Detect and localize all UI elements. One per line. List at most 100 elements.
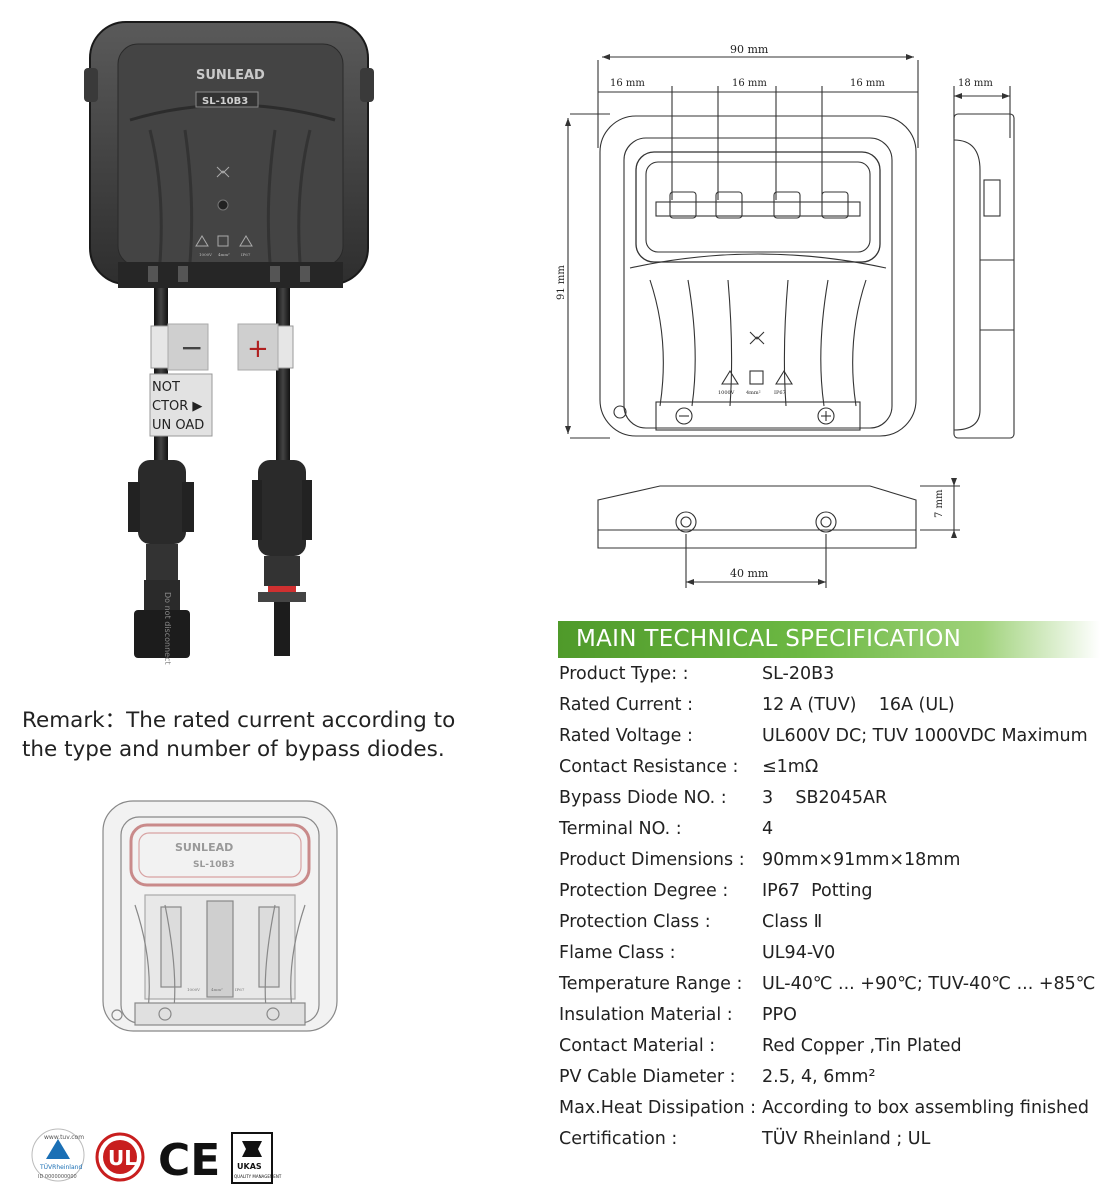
transparent-icon-label-3: IP67 [235, 987, 245, 992]
warning-tag-line-1: NOT [152, 380, 180, 395]
plus-tag-label: + [247, 334, 269, 364]
spec-row-rated-current: Rated Current : 12 A (TUV) 16A (UL) [559, 692, 1100, 723]
spec-row-temperature-range: Temperature Range : UL-40℃ ... +90℃; TUV… [559, 971, 1100, 1002]
spec-value: 12 A (TUV) 16A (UL) [762, 695, 955, 715]
plus-tag [237, 323, 279, 371]
ul-label: UL [108, 1146, 137, 1170]
spec-label: Product Dimensions : [559, 850, 745, 870]
spec-value: 4 [762, 819, 774, 839]
spec-value: TÜV Rheinland ; UL [762, 1129, 931, 1149]
spec-label: Bypass Diode NO. : [559, 788, 727, 808]
spec-value: Class Ⅱ [762, 912, 823, 932]
spec-row-contact-resistance: Contact Resistance : ≤1mΩ [559, 754, 1100, 785]
spec-label: Contact Material : [559, 1036, 716, 1056]
tuv-name: TÜVRheinland [39, 1164, 82, 1171]
transparent-model-label: SL-10B3 [193, 860, 235, 870]
tuv-logo: www.tuv.com TÜVRheinland ID 0000000000 [31, 1128, 85, 1182]
dim-height: 91 mm [556, 265, 567, 300]
minus-tag-label: − [180, 331, 203, 364]
ce-logo: CE [158, 1135, 220, 1185]
ukas-label: UKAS [237, 1162, 262, 1171]
spec-row-insulation-material: Insulation Material : PPO [559, 1002, 1100, 1033]
photo-icon-label-3: IP67 [241, 252, 251, 257]
spec-value: 90mm×91mm×18mm [762, 850, 961, 870]
spec-value: According to box assembling finished [762, 1098, 1089, 1118]
spec-label: PV Cable Diameter : [559, 1067, 736, 1087]
transparent-icon-label-1: 1000V [187, 987, 200, 992]
spec-value: ≤1mΩ [762, 757, 819, 777]
female-connector [252, 460, 312, 656]
spec-label: Terminal NO. : [559, 819, 682, 839]
spec-row-product-type: Product Type: : SL-20B3 [559, 661, 1100, 692]
product-photo: 1000V 4mm² IP67 SUNLEAD SL-10B3 − + NOT … [84, 21, 374, 665]
positive-cable [276, 288, 290, 468]
spec-row-heat-dissipation: Max.Heat Dissipation : According to box … [559, 1095, 1100, 1126]
spec-row-contact-material: Contact Material : Red Copper ,Tin Plate… [559, 1033, 1100, 1064]
ukas-logo: UKAS QUALITY MANAGEMENT [231, 1132, 282, 1184]
photo-model-label: SL-10B3 [202, 96, 248, 107]
connector-text: Do not disconnect [163, 592, 172, 665]
spec-label: Contact Resistance : [559, 757, 739, 777]
spec-value: Red Copper ,Tin Plated [762, 1036, 962, 1056]
transparent-icon-label-2: 4mm² [211, 987, 223, 992]
spec-row-rated-voltage: Rated Voltage : UL600V DC; TUV 1000VDC M… [559, 723, 1100, 754]
spec-label: Temperature Range : [559, 974, 743, 994]
spec-row-flame-class: Flame Class : UL94-V0 [559, 940, 1100, 971]
transparent-view: SUNLEAD SL-10B3 1000V 4mm² IP67 [102, 800, 338, 1032]
drawing-icon-label-1: 1000V [718, 390, 735, 396]
spec-row-dimensions: Product Dimensions : 90mm×91mm×18mm [559, 847, 1100, 878]
dim-width-total: 90 mm [730, 43, 769, 56]
warning-tag [149, 373, 213, 437]
spec-value: IP67 Potting [762, 881, 873, 901]
photo-brand-label: SUNLEAD [196, 68, 265, 83]
dim-segment-3: 16 mm [850, 78, 885, 89]
warning-tag-line-2: CTOR ▶ [152, 399, 202, 414]
spec-row-certification: Certification : TÜV Rheinland ; UL [559, 1126, 1100, 1157]
spec-row-bypass-diode: Bypass Diode NO. : 3 SB2045AR [559, 785, 1100, 816]
tuv-id: ID 0000000000 [38, 1174, 77, 1180]
spec-value: 3 SB2045AR [762, 788, 888, 808]
spec-label: Protection Degree : [559, 881, 729, 901]
spec-value: SL-20B3 [762, 664, 835, 684]
spec-row-cable-diameter: PV Cable Diameter : 2.5, 4, 6mm² [559, 1064, 1100, 1095]
photo-icon-label-2: 4mm² [218, 252, 230, 257]
dim-thickness: 7 mm [934, 489, 945, 518]
junction-box-body: 1000V 4mm² IP67 [84, 21, 374, 288]
photo-icon-label-1: 1000V [199, 252, 212, 257]
spec-label: Rated Current : [559, 695, 693, 715]
spec-value: UL94-V0 [762, 943, 836, 963]
spec-value: 2.5, 4, 6mm² [762, 1067, 876, 1087]
dim-segment-2: 16 mm [732, 78, 767, 89]
spec-row-protection-degree: Protection Degree : IP67 Potting [559, 878, 1100, 909]
spec-value: UL600V DC; TUV 1000VDC Maximum [762, 726, 1088, 746]
spec-list: Product Type: : SL-20B3 Rated Current : … [559, 661, 1100, 1157]
spec-label: Insulation Material : [559, 1005, 733, 1025]
ul-logo: UL [95, 1132, 145, 1182]
dim-segment-1: 16 mm [610, 78, 645, 89]
ce-label: CE [158, 1135, 220, 1185]
warning-tag-line-3: UN OAD [152, 418, 204, 433]
minus-tag [167, 323, 209, 371]
spec-label: Product Type: : [559, 664, 689, 684]
spec-row-protection-class: Protection Class : Class Ⅱ [559, 909, 1100, 940]
spec-label: Protection Class : [559, 912, 711, 932]
drawing-icon-label-3: IP67 [774, 390, 786, 396]
spec-label: Flame Class : [559, 943, 676, 963]
spec-label: Certification : [559, 1129, 678, 1149]
drawing-icon-label-2: 4mm² [746, 390, 761, 396]
dim-hole-spacing: 40 mm [730, 567, 769, 580]
spec-value: UL-40℃ ... +90℃; TUV-40℃ ... +85℃ [762, 974, 1096, 994]
ukas-sub: QUALITY MANAGEMENT [234, 1174, 282, 1179]
remark-text: Remark：The rated current according to th… [22, 708, 456, 762]
certification-logos: www.tuv.com TÜVRheinland ID 0000000000 U… [31, 1128, 282, 1185]
technical-drawing: 90 mm 16 mm 16 mm 16 mm 18 mm 91 mm 7 mm… [556, 43, 1015, 588]
spec-value: PPO [762, 1005, 797, 1025]
spec-row-terminal-no: Terminal NO. : 4 [559, 816, 1100, 847]
tuv-url: www.tuv.com [44, 1134, 84, 1141]
transparent-brand-label: SUNLEAD [175, 841, 233, 854]
spec-label: Max.Heat Dissipation : [559, 1098, 757, 1118]
dim-depth: 18 mm [958, 78, 993, 89]
spec-label: Rated Voltage : [559, 726, 693, 746]
male-connector: Do not disconnect [128, 460, 194, 665]
spec-title: MAIN TECHNICAL SPECIFICATION [576, 626, 962, 652]
